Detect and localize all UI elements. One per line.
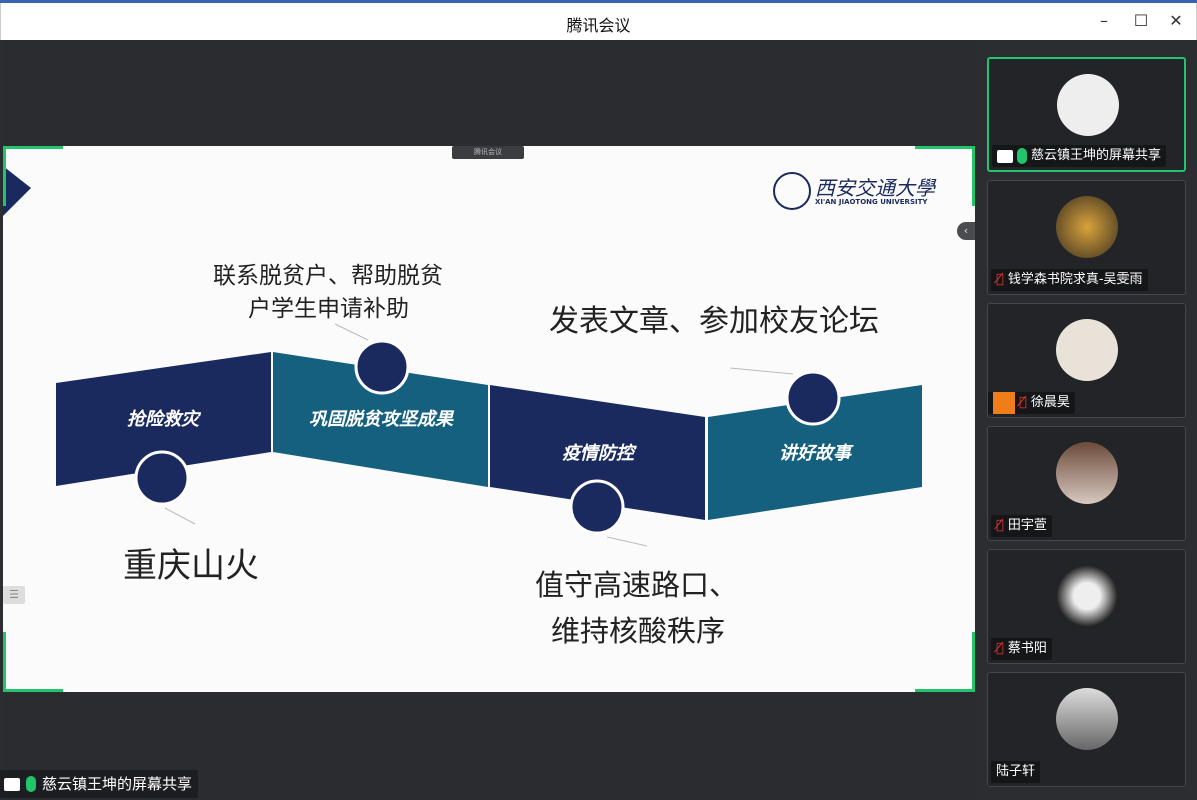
microphone-icon <box>26 776 36 792</box>
note-text: 维持核酸秩序 <box>551 614 726 648</box>
participant-list: 慈云镇王坤的屏幕共享 🎙̸钱学森书院求真-吴雯雨 🎙̸徐晨昊 🎙̸田宇萱 🎙̸蔡… <box>977 40 1197 800</box>
globe-icon <box>569 479 625 535</box>
avatar <box>1057 74 1119 136</box>
participant-name: 田宇萱 <box>1007 518 1047 533</box>
avatar <box>1056 319 1118 381</box>
panel-shape <box>56 352 271 486</box>
screen-share-icon <box>997 149 1013 163</box>
screen-share-icon <box>4 777 20 791</box>
globe-icon <box>134 450 190 506</box>
participant-name: 徐晨昊 <box>1030 395 1070 410</box>
panel-label: 巩固脱贫攻坚成果 <box>309 409 455 430</box>
logo-en: XI'AN JIAOTONG UNIVERSITY <box>815 198 928 206</box>
panel-shape <box>708 385 922 520</box>
panel-label: 抢险救灾 <box>127 409 202 430</box>
maximize-button[interactable]: ☐ <box>1133 11 1149 30</box>
university-seal-icon <box>773 172 811 210</box>
presentation-slide: 抢险救灾 巩固脱贫攻坚成果 疫情防控 讲好故事 西安交通大學 XI'AN JIA… <box>3 146 975 692</box>
share-label: 慈云镇王坤的屏幕共享 <box>0 770 199 798</box>
panel-shape <box>273 352 488 487</box>
title-bar: 腾讯会议 – ☐ ✕ <box>0 3 1197 40</box>
top-strip <box>0 0 1197 3</box>
mic-muted-icon: 🎙̸ <box>996 518 1004 533</box>
logo-cn: 西安交通大學 <box>815 176 935 200</box>
note-text: 发表文章、参加校友论坛 <box>549 304 879 339</box>
arrow-icon <box>3 166 31 216</box>
meeting-tag: 腾讯会议 <box>452 146 524 159</box>
participant-name: 陆子轩 <box>996 764 1036 779</box>
share-frame-corner <box>915 632 975 692</box>
participant-name: 钱学森书院求真-吴雯雨 <box>1007 272 1143 287</box>
panel-label: 疫情防控 <box>562 443 637 464</box>
participant-tile[interactable]: 慈云镇王坤的屏幕共享 <box>987 57 1186 172</box>
note-text: 值守高速路口、 <box>535 568 739 602</box>
participant-tile[interactable]: 🎙̸钱学森书院求真-吴雯雨 <box>987 180 1186 295</box>
minimize-button[interactable]: – <box>1100 11 1108 30</box>
mic-muted-icon: 🎙̸ <box>996 272 1004 287</box>
avatar <box>1056 442 1118 504</box>
window-title: 腾讯会议 <box>566 16 631 35</box>
globe-icon <box>785 370 841 426</box>
mic-muted-icon: 🎙̸ <box>1019 395 1027 410</box>
participant-tile[interactable]: 🎙̸蔡书阳 <box>987 549 1186 664</box>
participant-name: 蔡书阳 <box>1007 641 1047 656</box>
avatar <box>1056 688 1118 750</box>
share-frame-corner <box>3 146 63 206</box>
collapse-sidebar-button[interactable]: ‹ <box>957 222 975 240</box>
share-frame-corner <box>3 632 63 692</box>
mic-muted-icon: 🎙̸ <box>996 641 1004 656</box>
participant-tile[interactable]: 陆子轩 <box>987 672 1186 787</box>
globe-icon <box>354 339 410 395</box>
close-button[interactable]: ✕ <box>1169 11 1183 30</box>
note-text: 户学生申请补助 <box>248 296 409 322</box>
microphone-icon <box>1017 148 1027 164</box>
participant-name: 慈云镇王坤的屏幕共享 <box>1031 148 1162 163</box>
user-icon <box>993 392 1015 414</box>
participant-tile[interactable]: 🎙̸徐晨昊 <box>987 303 1186 418</box>
panel-label: 讲好故事 <box>779 443 854 464</box>
list-icon[interactable]: ☰ <box>3 586 25 604</box>
note-text: 重庆山火 <box>123 546 259 586</box>
panel-shape <box>490 385 705 520</box>
shared-screen-area: 抢险救灾 巩固脱贫攻坚成果 疫情防控 讲好故事 西安交通大學 XI'AN JIA… <box>3 40 975 800</box>
avatar <box>1056 196 1118 258</box>
share-frame-corner <box>915 146 975 206</box>
share-label-text: 慈云镇王坤的屏幕共享 <box>42 775 193 793</box>
avatar <box>1056 565 1118 627</box>
note-text: 联系脱贫户、帮助脱贫 <box>213 263 443 289</box>
slide-graphics: 抢险救灾 巩固脱贫攻坚成果 疫情防控 讲好故事 <box>3 166 922 547</box>
participant-tile[interactable]: 🎙̸田宇萱 <box>987 426 1186 541</box>
